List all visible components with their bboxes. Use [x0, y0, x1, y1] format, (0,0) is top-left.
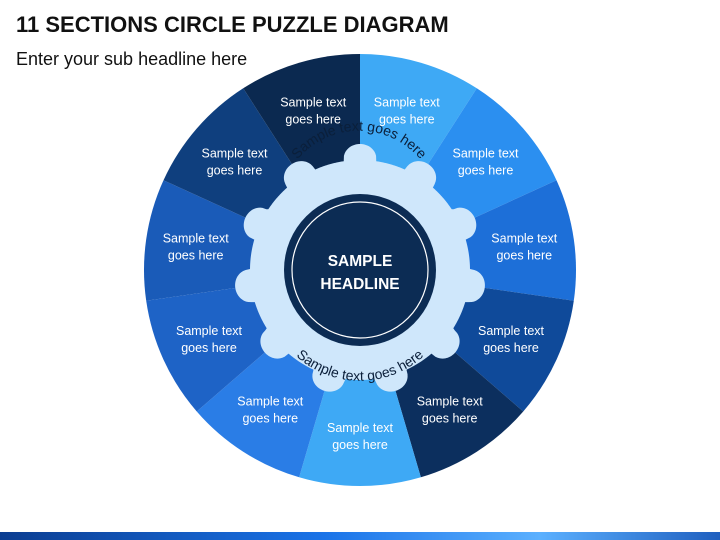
- page-subtitle: Enter your sub headline here: [16, 49, 248, 69]
- segment-label-line: goes here: [242, 412, 298, 426]
- center-headline-line-1: SAMPLE: [328, 253, 393, 270]
- segment-label-line: goes here: [332, 438, 388, 452]
- segment-label-line: goes here: [496, 248, 552, 262]
- segment-label-line: Sample text: [163, 231, 230, 245]
- center-circle: [284, 194, 436, 346]
- page-title: 11 SECTIONS CIRCLE PUZZLE DIAGRAM: [16, 12, 449, 37]
- segment-label-line: goes here: [168, 248, 224, 262]
- segment-label-line: Sample text: [452, 146, 519, 160]
- segment-label-line: goes here: [181, 341, 237, 355]
- segment-label-line: Sample text: [237, 395, 304, 409]
- footer-accent-bar: [0, 532, 720, 540]
- segment-label-4: Sample text goes here: [478, 324, 545, 355]
- segment-label-line: Sample text: [374, 96, 441, 110]
- segment-label-line: goes here: [285, 113, 341, 127]
- segment-label-11: Sample text goes here: [280, 96, 347, 127]
- segment-label-line: Sample text: [417, 395, 484, 409]
- segment-label-9: Sample text goes here: [163, 231, 230, 262]
- segment-label-6: Sample text goes here: [327, 421, 394, 452]
- segment-label-10: Sample text goes here: [201, 146, 268, 177]
- segment-label-1: Sample text goes here: [374, 96, 441, 127]
- segment-label-line: goes here: [422, 412, 478, 426]
- segment-label-line: Sample text: [176, 324, 243, 338]
- segment-label-2: Sample text goes here: [452, 146, 519, 177]
- segment-label-line: goes here: [379, 113, 435, 127]
- segment-label-line: Sample text: [280, 96, 347, 110]
- center-inner-outline: [291, 201, 429, 339]
- segment-label-line: goes here: [483, 341, 539, 355]
- segment-label-7: Sample text goes here: [237, 395, 304, 426]
- segment-label-line: Sample text: [491, 231, 558, 245]
- segment-label-line: Sample text: [201, 146, 268, 160]
- segment-label-line: Sample text: [478, 324, 545, 338]
- segment-label-line: Sample text: [327, 421, 394, 435]
- center-headline-line-2: HEADLINE: [320, 276, 399, 293]
- segment-label-8: Sample text goes here: [176, 324, 243, 355]
- segment-label-line: goes here: [458, 163, 514, 177]
- segment-label-line: goes here: [207, 163, 263, 177]
- segment-label-5: Sample text goes here: [417, 395, 484, 426]
- segment-label-3: Sample text goes here: [491, 231, 558, 262]
